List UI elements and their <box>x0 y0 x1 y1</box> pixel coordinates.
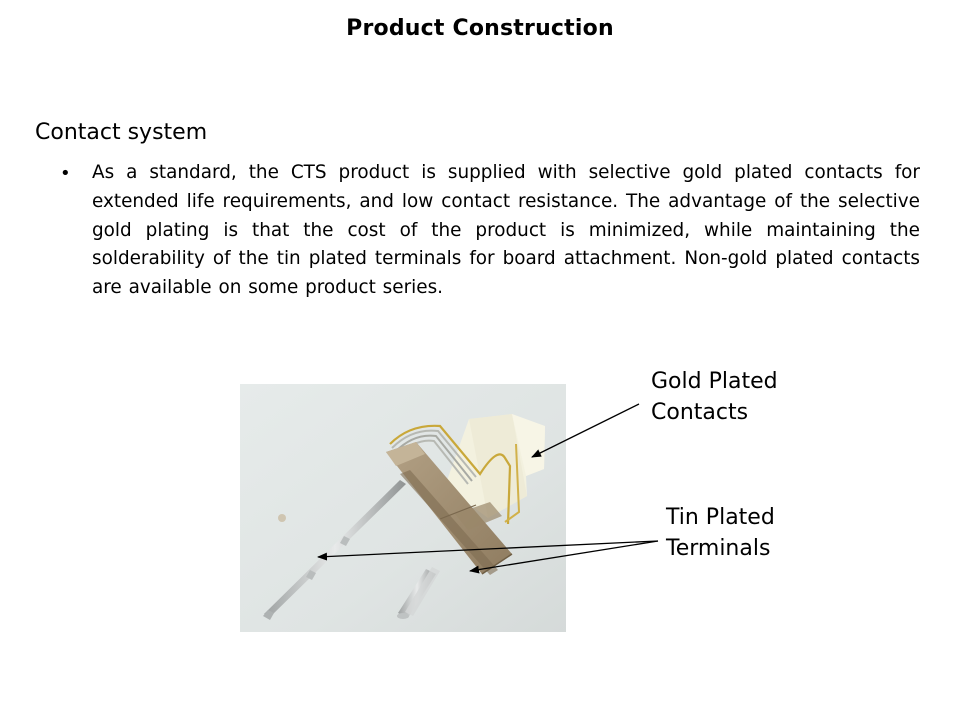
product-photo <box>240 384 566 632</box>
section-heading: Contact system <box>35 120 208 145</box>
bullet-text: As a standard, the CTS product is suppli… <box>92 162 920 299</box>
callout-tin-plated-terminals: Tin Plated Terminals <box>666 502 775 564</box>
callout-line: Terminals <box>666 536 771 561</box>
callout-line: Tin Plated <box>666 505 775 530</box>
callout-gold-plated-contacts: Gold Plated Contacts <box>651 366 778 428</box>
bullet-marker: • <box>60 163 71 184</box>
callout-line: Contacts <box>651 400 749 425</box>
slide-title: Product Construction <box>346 16 614 41</box>
callout-line: Gold Plated <box>651 369 778 394</box>
